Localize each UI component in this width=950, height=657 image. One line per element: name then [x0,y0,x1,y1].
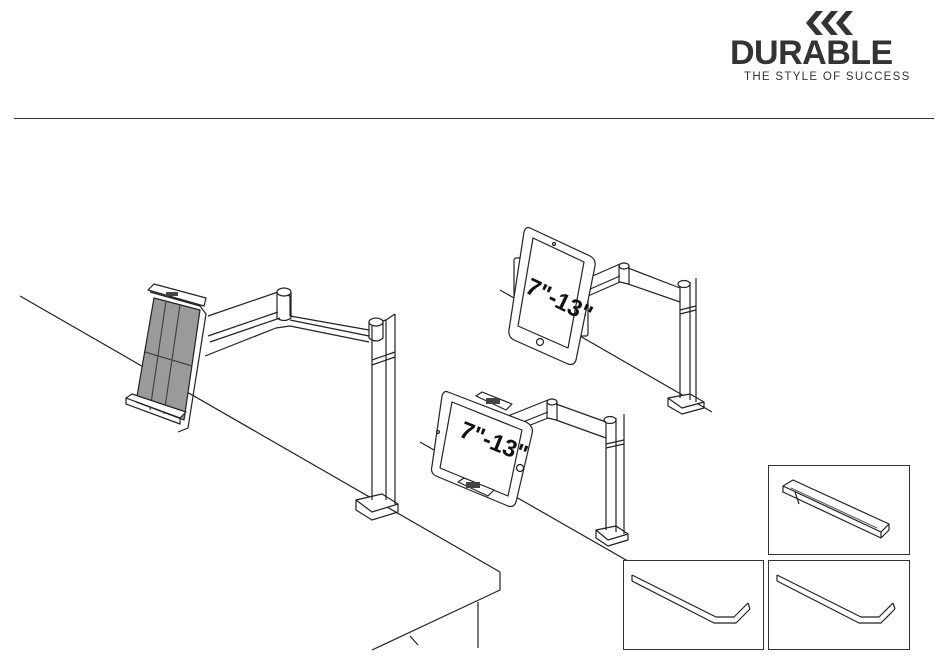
wall-rail-icon [769,561,909,649]
left-stand-assembly [205,288,398,520]
desk-illustration [20,296,500,650]
accessory-detail-wall-rail-a [623,560,764,650]
clamp-plate-icon [769,466,909,554]
accessory-detail-wall-rail-b [768,560,910,650]
left-tablet-holder [126,284,206,432]
accessory-detail-clamp-plate [768,465,910,555]
wall-rail-icon [624,561,763,649]
